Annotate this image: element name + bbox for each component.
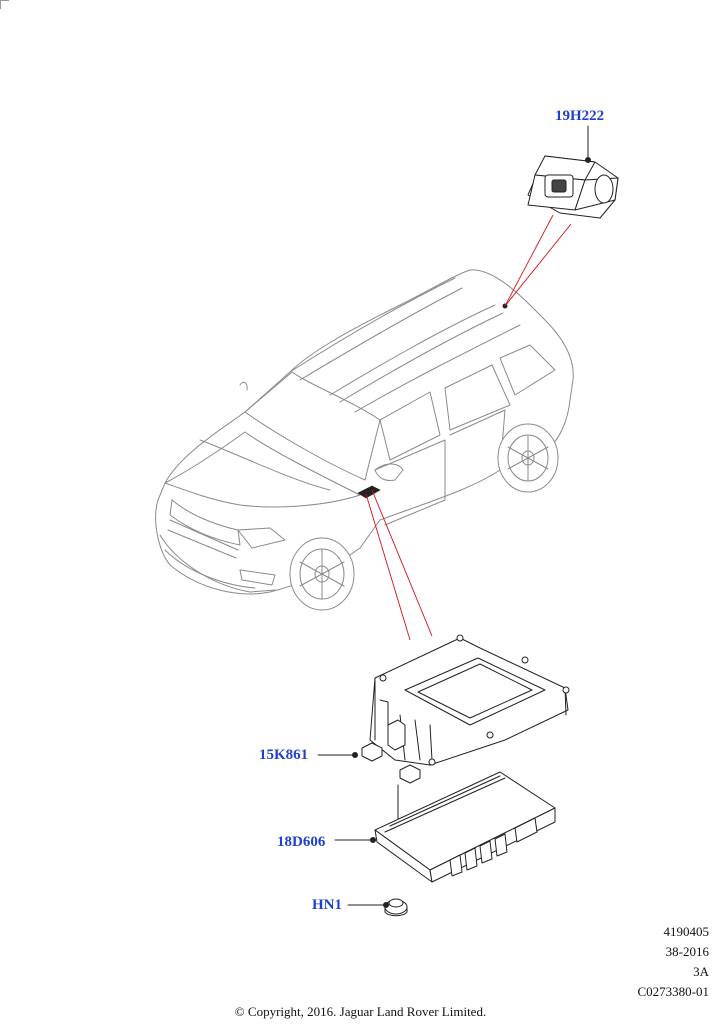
bracket-part [317,634,570,784]
callout-camera[interactable]: 19H222 [555,108,605,124]
callout-module[interactable]: 18D606 [277,834,326,850]
camera-part [527,125,619,219]
corner-registration-mark [0,0,9,9]
leader-lines [365,214,572,641]
reference-block: 4190405 38-2016 3A C0273380-01 [638,922,710,1002]
nut-part [347,898,408,917]
callout-bracket[interactable]: 15K861 [259,747,309,763]
module-part [334,771,556,883]
reference-line-2: 38-2016 [665,944,709,959]
copyright-notice: © Copyright, 2016. Jaguar Land Rover Lim… [234,1004,487,1019]
reference-line-4: C0273380-01 [637,984,710,999]
reference-line-1: 4190405 [663,924,710,939]
vehicle-illustration [155,269,574,611]
reference-line-3: 3A [693,964,709,979]
callout-nut[interactable]: HN1 [312,897,342,913]
